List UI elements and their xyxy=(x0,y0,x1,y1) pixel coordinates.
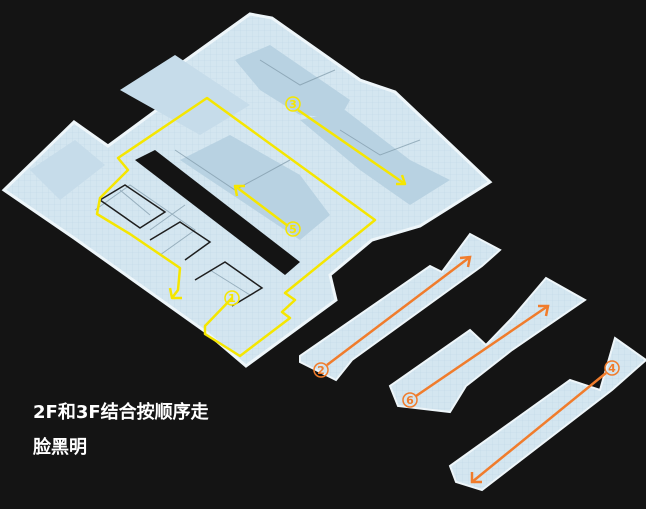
marker-6: 6 xyxy=(402,392,418,408)
route-2f xyxy=(95,96,407,358)
route-arrowhead-5 xyxy=(233,184,245,197)
marker-5-label: 5 xyxy=(289,223,297,236)
route-3f xyxy=(326,255,607,484)
route-caption: 2F和3F结合按顺序走 xyxy=(33,402,209,423)
floor-3f xyxy=(299,232,646,492)
route-arrowhead-2 xyxy=(459,255,472,268)
marker-1: 1 xyxy=(224,290,240,306)
marker-2-label: 2 xyxy=(317,364,325,377)
marker-4: 4 xyxy=(604,360,620,376)
marker-6-label: 6 xyxy=(406,394,414,407)
marker-1-label: 1 xyxy=(228,292,236,305)
author-caption: 脸黑明 xyxy=(33,437,87,458)
route-segment-1 xyxy=(95,96,377,358)
route-segment-5 xyxy=(234,185,289,227)
route-arrowhead-6 xyxy=(538,304,550,317)
route-arrowhead-4 xyxy=(470,472,482,484)
route-arrowhead-1 xyxy=(168,287,182,300)
route-segment-2 xyxy=(326,256,471,366)
marker-3: 3 xyxy=(285,96,301,112)
route-segment-4 xyxy=(471,372,607,483)
marker-3-label: 3 xyxy=(289,98,297,111)
route-arrowhead-3 xyxy=(396,174,407,186)
marker-5: 5 xyxy=(285,221,301,237)
marker-4-label: 4 xyxy=(608,362,616,375)
marker-2: 2 xyxy=(313,362,329,378)
route-segment-3 xyxy=(297,108,406,186)
floor-2f xyxy=(1,12,493,368)
route-segment-6 xyxy=(415,304,549,398)
